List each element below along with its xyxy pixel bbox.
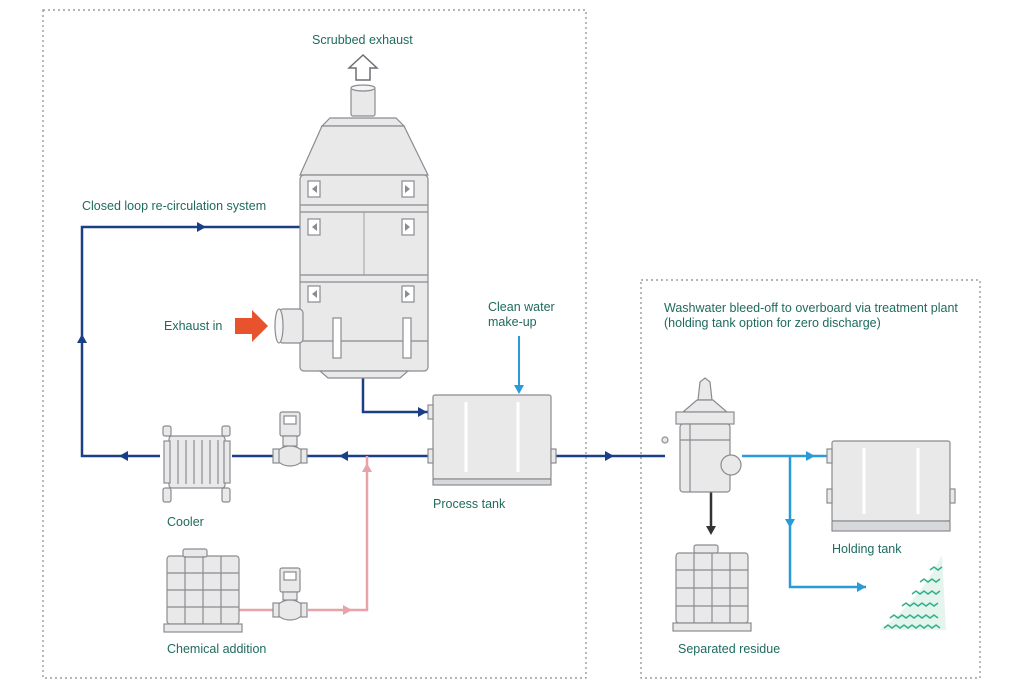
treated-water-arrows — [785, 451, 866, 592]
scrubbed-exhaust-label: Scrubbed exhaust — [312, 33, 413, 47]
chemical-addition-label: Chemical addition — [167, 642, 267, 656]
clean-water-arrow — [514, 385, 524, 394]
scrubber-tower — [274, 84, 429, 379]
exhaust-in-label: Exhaust in — [164, 319, 223, 333]
recirculation-pump — [272, 411, 308, 467]
process-tank-label: Process tank — [433, 497, 506, 511]
holding-tank-label: Holding tank — [832, 542, 902, 556]
exhaust-in-arrow — [235, 310, 268, 342]
treatment-system-boundary — [640, 279, 981, 679]
process-tank — [427, 394, 557, 486]
scrubber-system-boundary — [42, 9, 587, 679]
scrubbed-exhaust-arrow — [347, 53, 379, 81]
chemical-flow-arrows — [343, 463, 372, 615]
chemical-container — [163, 548, 243, 633]
closed-loop-label: Closed loop re-circulation system — [82, 199, 267, 213]
holding-tank — [826, 440, 956, 532]
overboard-sea — [880, 555, 946, 630]
residue-arrow — [706, 526, 716, 535]
separated-residue-label: Separated residue — [678, 642, 781, 656]
cooler — [162, 425, 231, 503]
recirculation-flow-arrows — [77, 222, 614, 461]
separator — [661, 377, 742, 493]
clean-water-label: Clean water make-up — [488, 300, 555, 329]
residue-container — [672, 544, 752, 632]
cooler-label: Cooler — [167, 515, 204, 529]
washwater-label: Washwater bleed-off to overboard via tre… — [664, 301, 958, 330]
chemical-pump — [272, 567, 308, 621]
scrubber-inspection-arrows — [312, 185, 410, 298]
